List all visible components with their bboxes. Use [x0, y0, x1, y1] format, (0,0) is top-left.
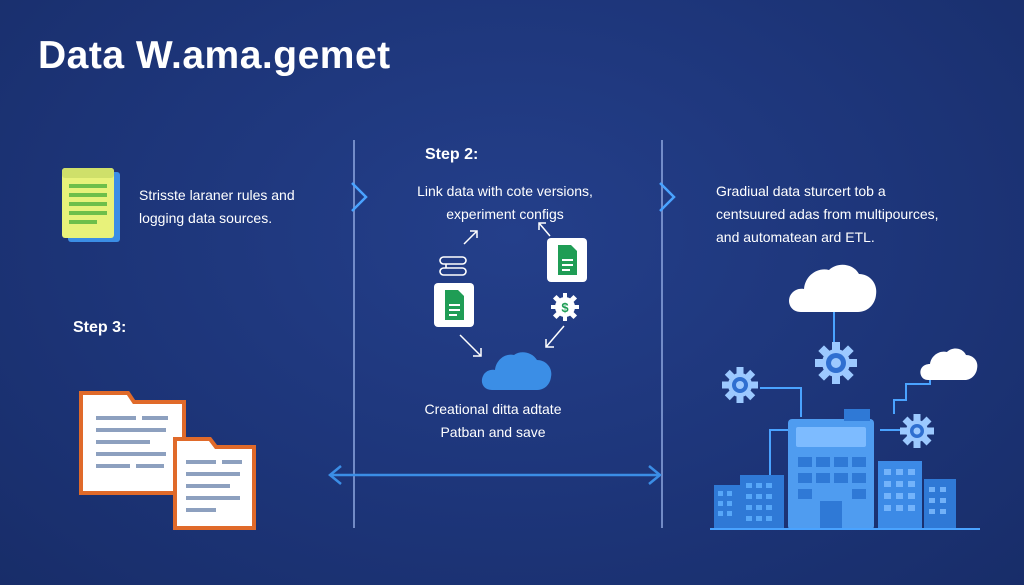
white-cloud-icon — [789, 264, 877, 312]
orange-document-icon — [79, 391, 186, 495]
divider-left — [353, 140, 355, 528]
step-3-label: Step 3: — [73, 319, 127, 336]
arrow-up-right-icon — [463, 230, 478, 245]
orange-document-icon — [173, 437, 256, 530]
cloud-icon — [481, 352, 552, 390]
link-icon — [439, 256, 467, 276]
chevron-right-icon — [659, 182, 676, 212]
right-description-line-2: centsuured adas from multipources, — [716, 206, 939, 222]
building-cluster-icon — [710, 409, 980, 530]
chevron-right-icon — [351, 182, 368, 212]
page-title: Data W.ama.gemet — [38, 34, 391, 77]
right-description-line-1: Gradiual data sturcert tob a — [716, 183, 886, 199]
arrow-up-left-icon — [538, 222, 551, 237]
green-document-icon — [434, 283, 474, 327]
step-2-label: Step 2: — [425, 146, 479, 163]
right-description-line-3: and automatean ard ETL. — [716, 229, 875, 245]
green-document-icon — [547, 238, 587, 282]
middle-caption-line-1: Creational ditta adtate — [424, 401, 562, 417]
dollar-gear-icon: $ — [551, 293, 579, 321]
gear-icon — [900, 414, 934, 448]
svg-text:$: $ — [561, 300, 569, 315]
connector-lines — [760, 312, 931, 480]
middle-description: Link data with cote versions, experiment… — [390, 180, 620, 226]
middle-caption-line-2: Patban and save — [440, 424, 546, 440]
middle-description-line-2: experiment configs — [446, 206, 564, 222]
arrow-down-left-icon — [545, 325, 565, 348]
white-cloud-icon — [920, 348, 978, 380]
divider-right — [661, 140, 663, 528]
middle-caption: Creational ditta adtate Patban and save — [400, 398, 586, 444]
left-description: Strisste laraner rules and logging data … — [139, 184, 295, 230]
right-description: Gradiual data sturcert tob a centsuured … — [716, 180, 939, 249]
double-arrow-icon — [328, 465, 662, 485]
left-description-line-2: logging data sources. — [139, 210, 273, 226]
arrow-down-right-icon — [459, 334, 482, 357]
left-description-line-1: Strisste laraner rules and — [139, 187, 295, 203]
yellow-document-icon — [62, 168, 120, 242]
gear-icon — [815, 342, 857, 384]
middle-description-line-1: Link data with cote versions, — [417, 183, 593, 199]
gear-icon — [722, 367, 758, 403]
